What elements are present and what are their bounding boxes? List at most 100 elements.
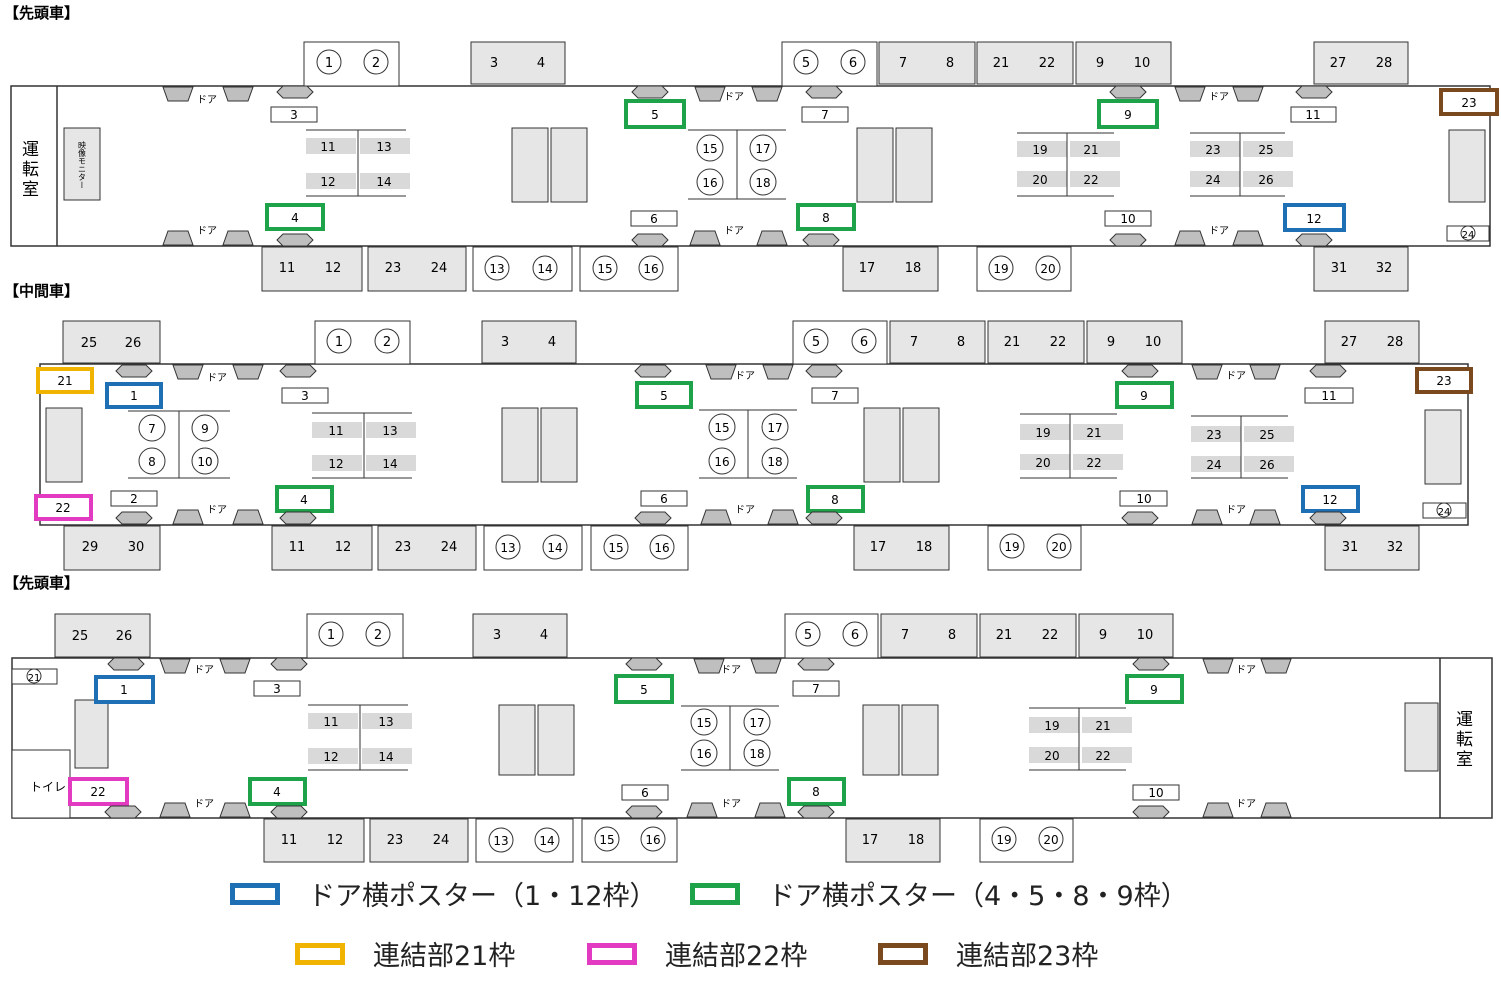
svg-text:31: 31 <box>1331 261 1348 276</box>
svg-text:23: 23 <box>387 833 404 848</box>
svg-text:ドア: ドア <box>1209 226 1229 237</box>
svg-text:1: 1 <box>335 335 343 350</box>
highlight-frame: 21 1 5 9 23 22 4 8 12 <box>34 367 1473 521</box>
car-2-body <box>39 363 1469 526</box>
ceiling-ad-grid: 11 13 12 14 <box>312 412 416 479</box>
svg-text:21: 21 <box>1083 143 1098 157</box>
svg-text:3: 3 <box>501 335 509 350</box>
svg-text:8: 8 <box>822 211 830 225</box>
svg-text:14: 14 <box>376 175 391 189</box>
svg-text:23: 23 <box>395 540 412 555</box>
ceiling-ad-grid: 19 21 20 22 <box>1029 707 1132 771</box>
door-marker <box>162 86 1264 246</box>
svg-text:13: 13 <box>382 424 397 438</box>
svg-text:ドア: ドア <box>197 226 217 237</box>
monitor <box>1448 129 1486 203</box>
cab-label: 転 <box>22 160 39 180</box>
svg-text:25: 25 <box>81 336 98 351</box>
svg-text:4: 4 <box>273 785 281 799</box>
svg-text:26: 26 <box>116 629 133 644</box>
svg-text:32: 32 <box>1387 540 1404 555</box>
frame-small: 3 7 11 6 10 24 <box>270 106 1490 242</box>
svg-text:20: 20 <box>1040 262 1055 276</box>
outside-ad-pair: 31 32 <box>1313 246 1409 292</box>
svg-text:16: 16 <box>643 262 658 276</box>
svg-text:22: 22 <box>90 785 105 799</box>
svg-text:31: 31 <box>1342 540 1359 555</box>
svg-text:21: 21 <box>1095 719 1110 733</box>
svg-text:13: 13 <box>376 140 391 154</box>
svg-text:14: 14 <box>537 262 552 276</box>
svg-text:9: 9 <box>1150 683 1158 697</box>
svg-text:ドア: ドア <box>721 665 741 676</box>
svg-text:20: 20 <box>1043 833 1058 847</box>
svg-text:4: 4 <box>540 628 548 643</box>
svg-text:3: 3 <box>273 682 281 696</box>
svg-text:15: 15 <box>702 142 717 156</box>
svg-text:24: 24 <box>1462 230 1475 241</box>
svg-text:12: 12 <box>323 750 338 764</box>
svg-text:11: 11 <box>328 424 343 438</box>
svg-text:27: 27 <box>1330 56 1347 71</box>
svg-text:11: 11 <box>323 715 338 729</box>
svg-text:ドア: ドア <box>1236 665 1256 676</box>
cab-label: 室 <box>1456 750 1473 770</box>
ceiling-ad-grid: 19 21 20 22 <box>1020 413 1123 479</box>
monitor <box>862 704 939 776</box>
svg-text:5: 5 <box>651 108 659 122</box>
car-1-label: 【先頭車】 <box>4 4 79 22</box>
svg-text:10: 10 <box>197 455 212 469</box>
door-marker <box>172 364 1281 525</box>
svg-text:17: 17 <box>755 142 770 156</box>
ceiling-ad-grid: 23 25 24 26 <box>1190 132 1293 197</box>
svg-text:ドア: ドア <box>1226 505 1246 516</box>
monitor <box>501 407 578 483</box>
svg-text:6: 6 <box>650 212 658 226</box>
svg-text:14: 14 <box>382 457 397 471</box>
svg-text:ドア: ドア <box>721 799 741 810</box>
svg-text:24: 24 <box>431 261 448 276</box>
svg-text:5: 5 <box>812 335 820 350</box>
svg-text:9: 9 <box>1107 335 1115 350</box>
svg-text:15: 15 <box>696 716 711 730</box>
svg-text:16: 16 <box>654 541 669 555</box>
door-label: ドアドアドア ドアドアドア <box>194 665 1256 810</box>
svg-text:7: 7 <box>910 335 918 350</box>
svg-text:30: 30 <box>128 540 145 555</box>
svg-text:ドア: ドア <box>724 226 744 237</box>
car-2-label: 【中間車】 <box>4 282 79 300</box>
svg-text:12: 12 <box>327 833 344 848</box>
svg-text:15: 15 <box>608 541 623 555</box>
svg-text:12: 12 <box>335 540 352 555</box>
svg-text:8: 8 <box>946 56 954 71</box>
door-label: ドアドアドア ドアドアドア <box>197 92 1229 237</box>
svg-text:32: 32 <box>1376 261 1393 276</box>
ceiling-ad-grid: 19 21 20 22 <box>1017 132 1120 197</box>
svg-text:25: 25 <box>1258 143 1273 157</box>
car-3-label: 【先頭車】 <box>4 574 79 592</box>
svg-text:5: 5 <box>804 628 812 643</box>
svg-text:17: 17 <box>870 540 887 555</box>
svg-text:8: 8 <box>948 628 956 643</box>
svg-text:15: 15 <box>597 262 612 276</box>
svg-text:12: 12 <box>325 261 342 276</box>
svg-text:4: 4 <box>537 56 545 71</box>
svg-text:13: 13 <box>378 715 393 729</box>
svg-text:ドア: ドア <box>1236 799 1256 810</box>
